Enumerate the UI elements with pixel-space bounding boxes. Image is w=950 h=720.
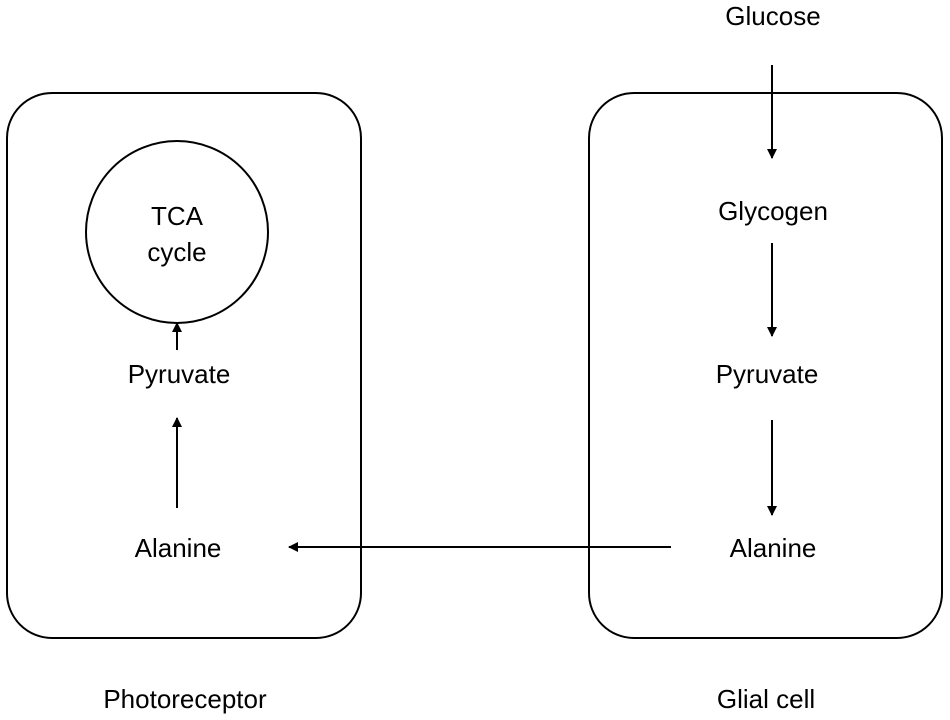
tca-cycle-circle <box>85 140 269 324</box>
photoreceptor-cell-boundary <box>6 92 362 639</box>
photoreceptor-cell: TCA cycle Pyruvate Alanine <box>6 92 362 639</box>
tca-cycle-label-line1: TCA <box>151 201 204 231</box>
photoreceptor-pyruvate-label: Pyruvate <box>128 359 231 389</box>
glycogen-label: Glycogen <box>718 196 828 226</box>
tca-cycle-label-line2: cycle <box>147 237 206 267</box>
glial-pyruvate-label: Pyruvate <box>716 359 819 389</box>
glial-alanine-label: Alanine <box>730 533 817 563</box>
glial-cell-boundary <box>588 92 943 639</box>
glucose-label: Glucose <box>725 1 820 31</box>
photoreceptor-alanine-label: Alanine <box>135 533 222 563</box>
photoreceptor-cell-label: Photoreceptor <box>103 684 267 714</box>
glial-cell: Glycogen Pyruvate Alanine <box>588 92 943 639</box>
glial-cell-label: Glial cell <box>717 684 815 714</box>
